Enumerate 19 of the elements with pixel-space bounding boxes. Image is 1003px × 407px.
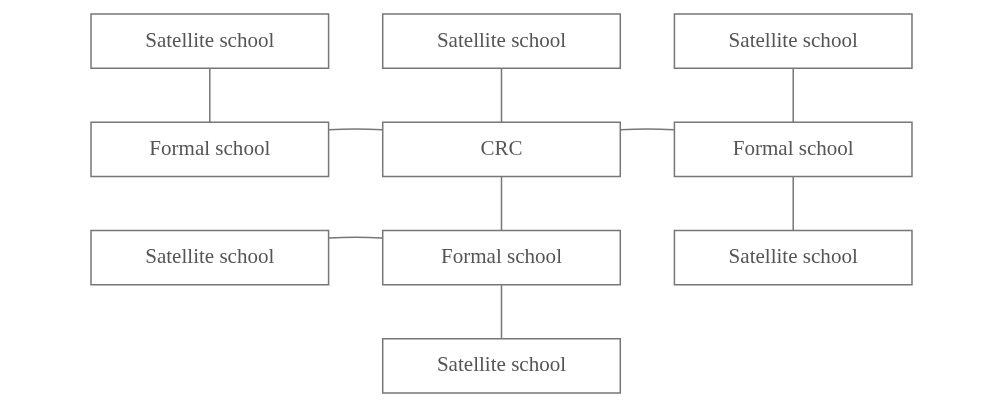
node-box: Formal school [90, 121, 330, 178]
node-box: Formal school [381, 229, 622, 286]
node-box: CRC [381, 121, 622, 178]
node-box: Formal school [673, 121, 913, 178]
connector [500, 176, 503, 232]
node-box: Satellite school [90, 229, 330, 286]
connector [328, 128, 383, 131]
connector [500, 67, 503, 123]
connector [619, 128, 675, 131]
node-box: Satellite school [381, 13, 622, 69]
node-box: Satellite school [673, 13, 913, 69]
connector [209, 67, 211, 123]
connector [792, 67, 794, 123]
connector [792, 176, 794, 232]
node-box: Satellite school [673, 229, 913, 286]
node-box: Satellite school [90, 13, 330, 69]
node-box: Satellite school [381, 338, 622, 394]
connector [500, 284, 503, 340]
connector [328, 236, 383, 239]
